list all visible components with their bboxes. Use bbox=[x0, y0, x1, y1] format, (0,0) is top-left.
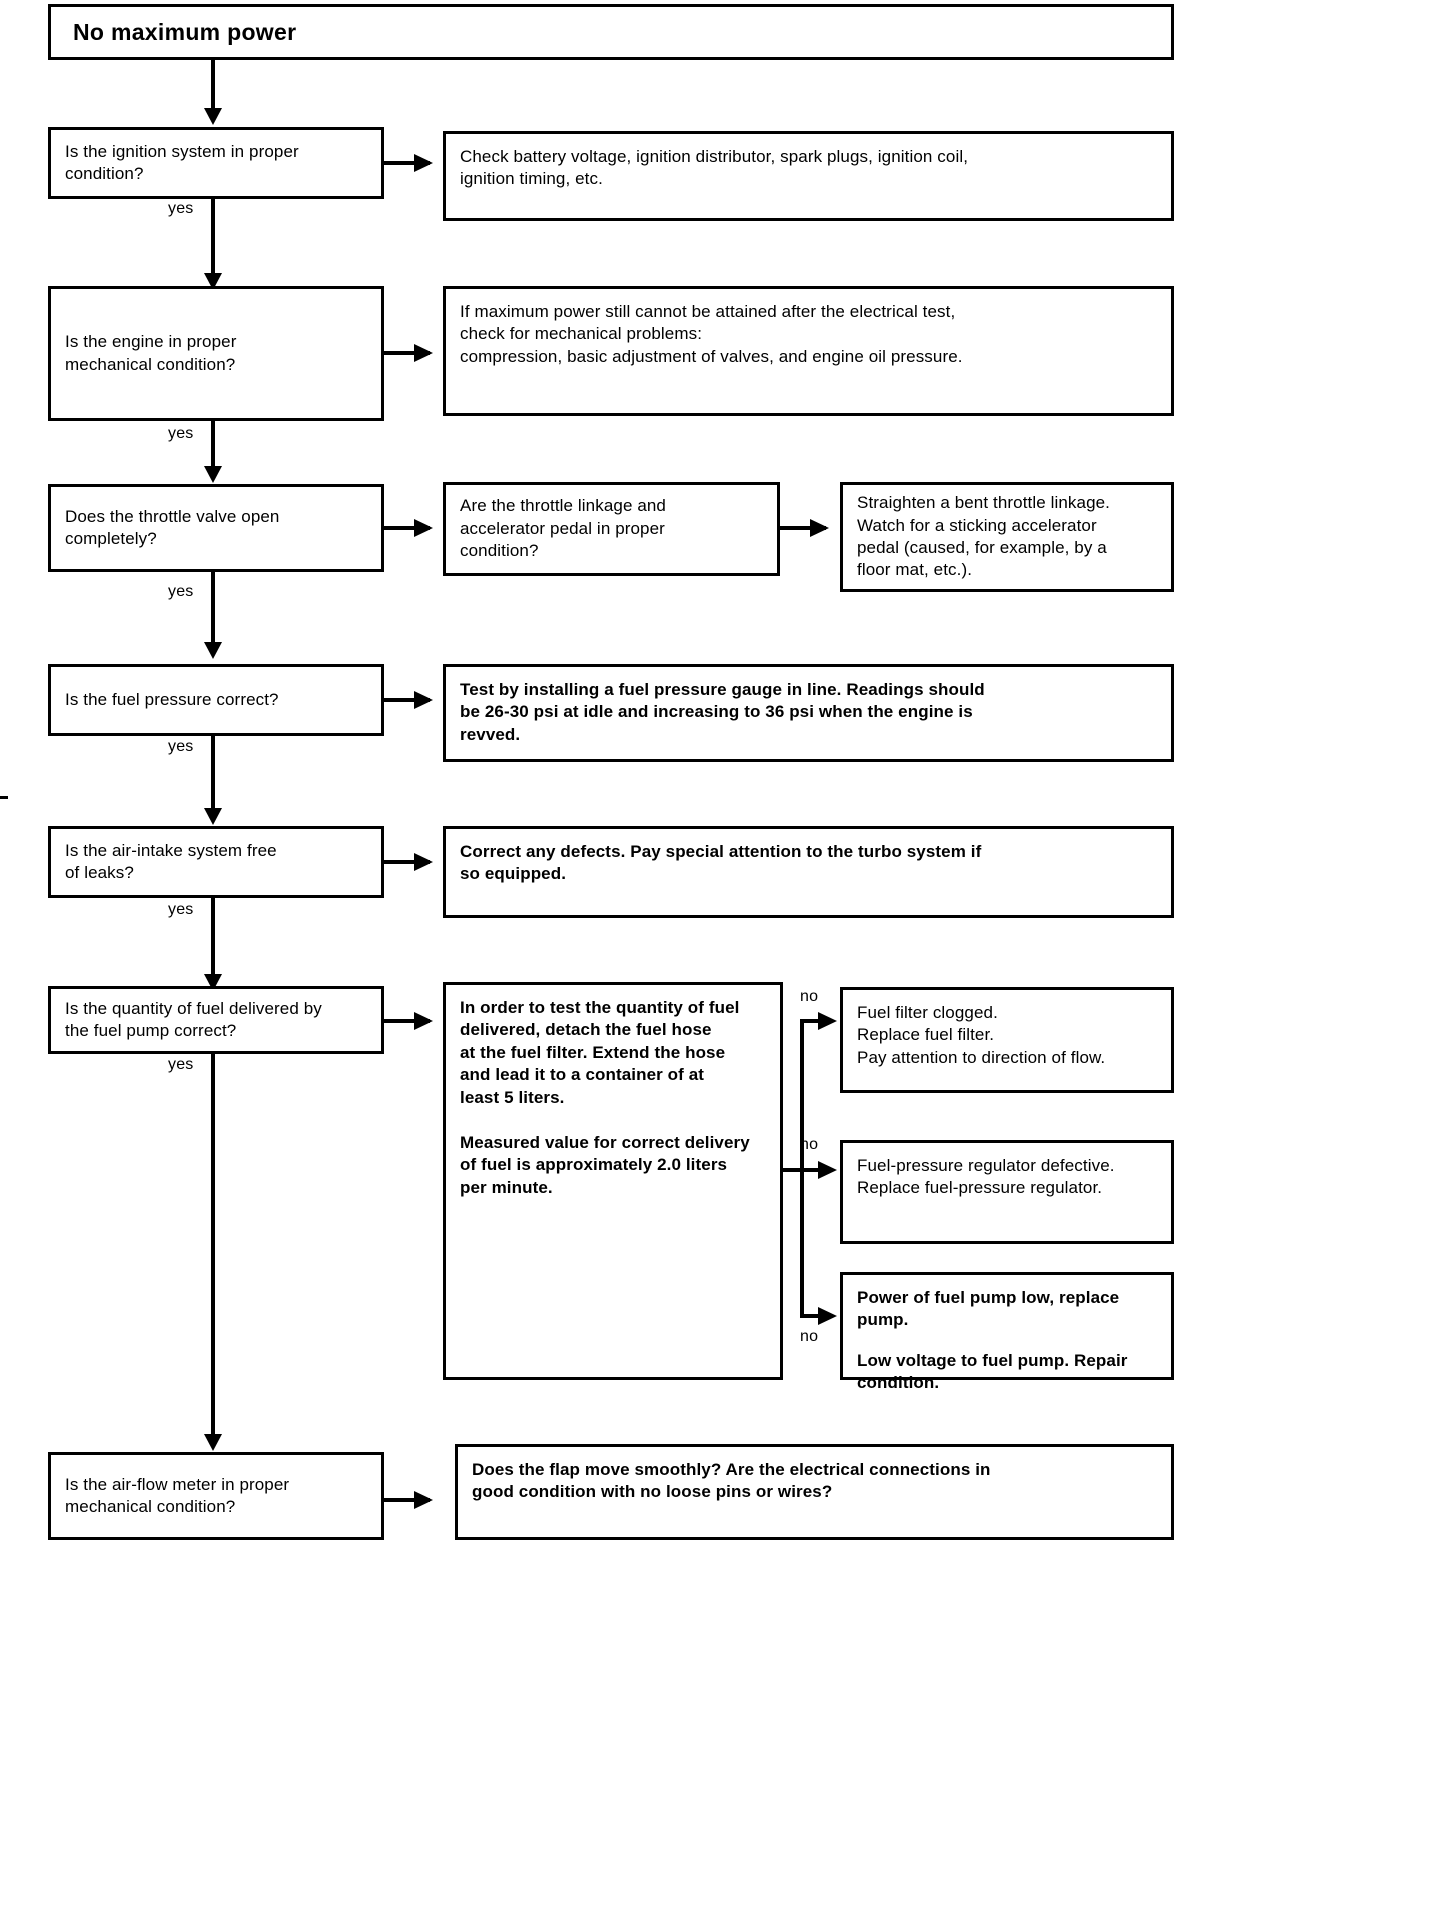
arrowhead-a3-to-a3b bbox=[810, 519, 829, 537]
arrowhead-q6-to-a6 bbox=[414, 1012, 433, 1030]
label-no-branch2: no bbox=[800, 1136, 819, 1153]
arrowhead-q3-to-a3 bbox=[414, 519, 433, 537]
arrowhead-q2-to-a2 bbox=[414, 344, 433, 362]
node-a6r1-text: Fuel filter clogged. Replace fuel filter… bbox=[857, 1003, 1106, 1067]
node-a6r3-fuel-pump-power: Power of fuel pump low, replace pump. Lo… bbox=[840, 1272, 1174, 1392]
connector-q4-to-a4 bbox=[384, 698, 430, 702]
node-a6-text: In order to test the quantity of fuel de… bbox=[460, 998, 750, 1197]
page-edge-tick bbox=[0, 796, 8, 799]
arrowhead-a6-to-r3 bbox=[818, 1307, 837, 1325]
connector-q6-to-q7 bbox=[211, 1054, 215, 1444]
label-yes-q1: yes bbox=[168, 200, 194, 217]
connector-q7-to-a7 bbox=[384, 1498, 430, 1502]
arrowhead-q4-to-a4 bbox=[414, 691, 433, 709]
connector-q5-to-a5 bbox=[384, 860, 430, 864]
node-q1-text: Is the ignition system in proper conditi… bbox=[65, 141, 299, 183]
node-q7-text: Is the air-flow meter in proper mechanic… bbox=[65, 1474, 290, 1516]
node-q2-engine-mechanical: Is the engine in proper mechanical condi… bbox=[48, 286, 384, 421]
label-yes-q4: yes bbox=[168, 738, 194, 755]
node-a3b-text: Straighten a bent throttle linkage. Watc… bbox=[857, 493, 1110, 580]
node-q7-air-flow-meter: Is the air-flow meter in proper mechanic… bbox=[48, 1452, 384, 1540]
connector-a3-to-a3b bbox=[780, 526, 826, 530]
node-q4-fuel-pressure: Is the fuel pressure correct? bbox=[48, 664, 384, 736]
node-q6-fuel-pump-quantity: Is the quantity of fuel delivered by the… bbox=[48, 986, 384, 1054]
connector-q1-to-q2 bbox=[211, 199, 215, 283]
arrowhead-q5-to-a5 bbox=[414, 853, 433, 871]
node-a6r3b-text: Low voltage to fuel pump. Repair conditi… bbox=[857, 1350, 1128, 1393]
connector-q3-to-a3 bbox=[384, 526, 430, 530]
node-a4-fuel-pressure-test: Test by installing a fuel pressure gauge… bbox=[443, 664, 1174, 762]
connector-q3-to-q4 bbox=[211, 572, 215, 652]
node-a3-text: Are the throttle linkage and accelerator… bbox=[460, 496, 666, 561]
node-a6r1-fuel-filter-clogged: Fuel filter clogged. Replace fuel filter… bbox=[840, 987, 1174, 1093]
connector-q6-to-a6 bbox=[384, 1019, 430, 1023]
node-q3-text: Does the throttle valve open completely? bbox=[65, 506, 280, 548]
arrowhead-q1-to-q2 bbox=[204, 273, 222, 290]
node-q3-throttle-valve: Does the throttle valve open completely? bbox=[48, 484, 384, 572]
node-q5-text: Is the air-intake system free of leaks? bbox=[65, 840, 277, 882]
connector-q4-to-q5 bbox=[211, 736, 215, 818]
arrowhead-a6-to-r2 bbox=[818, 1161, 837, 1179]
node-title-no-maximum-power: No maximum power bbox=[48, 4, 1174, 60]
node-a6r3a-text: Power of fuel pump low, replace pump. bbox=[857, 1288, 1120, 1330]
arrowhead-q4-to-q5 bbox=[204, 808, 222, 825]
node-a3b-straighten-linkage: Straighten a bent throttle linkage. Watc… bbox=[840, 482, 1174, 592]
node-a1-check-ignition: Check battery voltage, ignition distribu… bbox=[443, 131, 1174, 221]
node-a4-text: Test by installing a fuel pressure gauge… bbox=[460, 680, 985, 744]
connector-q5-to-q6 bbox=[211, 898, 215, 986]
connector-title-to-q1 bbox=[211, 60, 215, 118]
arrowhead-title-to-q1 bbox=[204, 108, 222, 125]
connector-q2-to-q3 bbox=[211, 421, 215, 476]
arrowhead-q3-to-q4 bbox=[204, 642, 222, 659]
node-a3-throttle-linkage: Are the throttle linkage and accelerator… bbox=[443, 482, 780, 576]
node-q5-air-intake-leaks: Is the air-intake system free of leaks? bbox=[48, 826, 384, 898]
connector-a6-to-r2 bbox=[800, 1168, 832, 1172]
node-q1-ignition-system: Is the ignition system in proper conditi… bbox=[48, 127, 384, 199]
node-a5-text: Correct any defects. Pay special attenti… bbox=[460, 842, 982, 884]
node-a7-text: Does the flap move smoothly? Are the ele… bbox=[472, 1460, 991, 1502]
arrowhead-q2-to-q3 bbox=[204, 466, 222, 483]
connector-q1-to-a1 bbox=[384, 161, 430, 165]
node-a1-text: Check battery voltage, ignition distribu… bbox=[460, 147, 969, 189]
node-q6-text: Is the quantity of fuel delivered by the… bbox=[65, 998, 322, 1040]
node-a2-text: If maximum power still cannot be attaine… bbox=[460, 302, 963, 366]
label-yes-q5: yes bbox=[168, 901, 194, 918]
arrowhead-q1-to-a1 bbox=[414, 154, 433, 172]
node-q2-text: Is the engine in proper mechanical condi… bbox=[65, 332, 237, 374]
node-title-text: No maximum power bbox=[73, 18, 297, 45]
node-a7-flap-check: Does the flap move smoothly? Are the ele… bbox=[455, 1444, 1174, 1540]
connector-a6-spine-entry bbox=[783, 1168, 802, 1172]
node-a2-mechanical-advice: If maximum power still cannot be attaine… bbox=[443, 286, 1174, 416]
node-q4-text: Is the fuel pressure correct? bbox=[65, 689, 279, 709]
label-yes-q6: yes bbox=[168, 1056, 194, 1073]
node-a6-fuel-quantity-test: In order to test the quantity of fuel de… bbox=[443, 982, 783, 1380]
label-yes-q3: yes bbox=[168, 583, 194, 600]
arrowhead-q6-to-q7 bbox=[204, 1434, 222, 1451]
arrowhead-q7-to-a7 bbox=[414, 1491, 433, 1509]
label-yes-q2: yes bbox=[168, 425, 194, 442]
connector-a6-to-r1 bbox=[800, 1019, 832, 1023]
node-a5-correct-defects: Correct any defects. Pay special attenti… bbox=[443, 826, 1174, 918]
label-no-branch3: no bbox=[800, 1328, 819, 1345]
connector-a6-to-r3 bbox=[800, 1314, 832, 1318]
node-a6r2-pressure-regulator: Fuel-pressure regulator defective. Repla… bbox=[840, 1140, 1174, 1244]
connector-q2-to-a2 bbox=[384, 351, 430, 355]
node-a6r2-text: Fuel-pressure regulator defective. Repla… bbox=[857, 1156, 1115, 1198]
arrowhead-a6-to-r1 bbox=[818, 1012, 837, 1030]
label-no-branch1: no bbox=[800, 988, 819, 1005]
